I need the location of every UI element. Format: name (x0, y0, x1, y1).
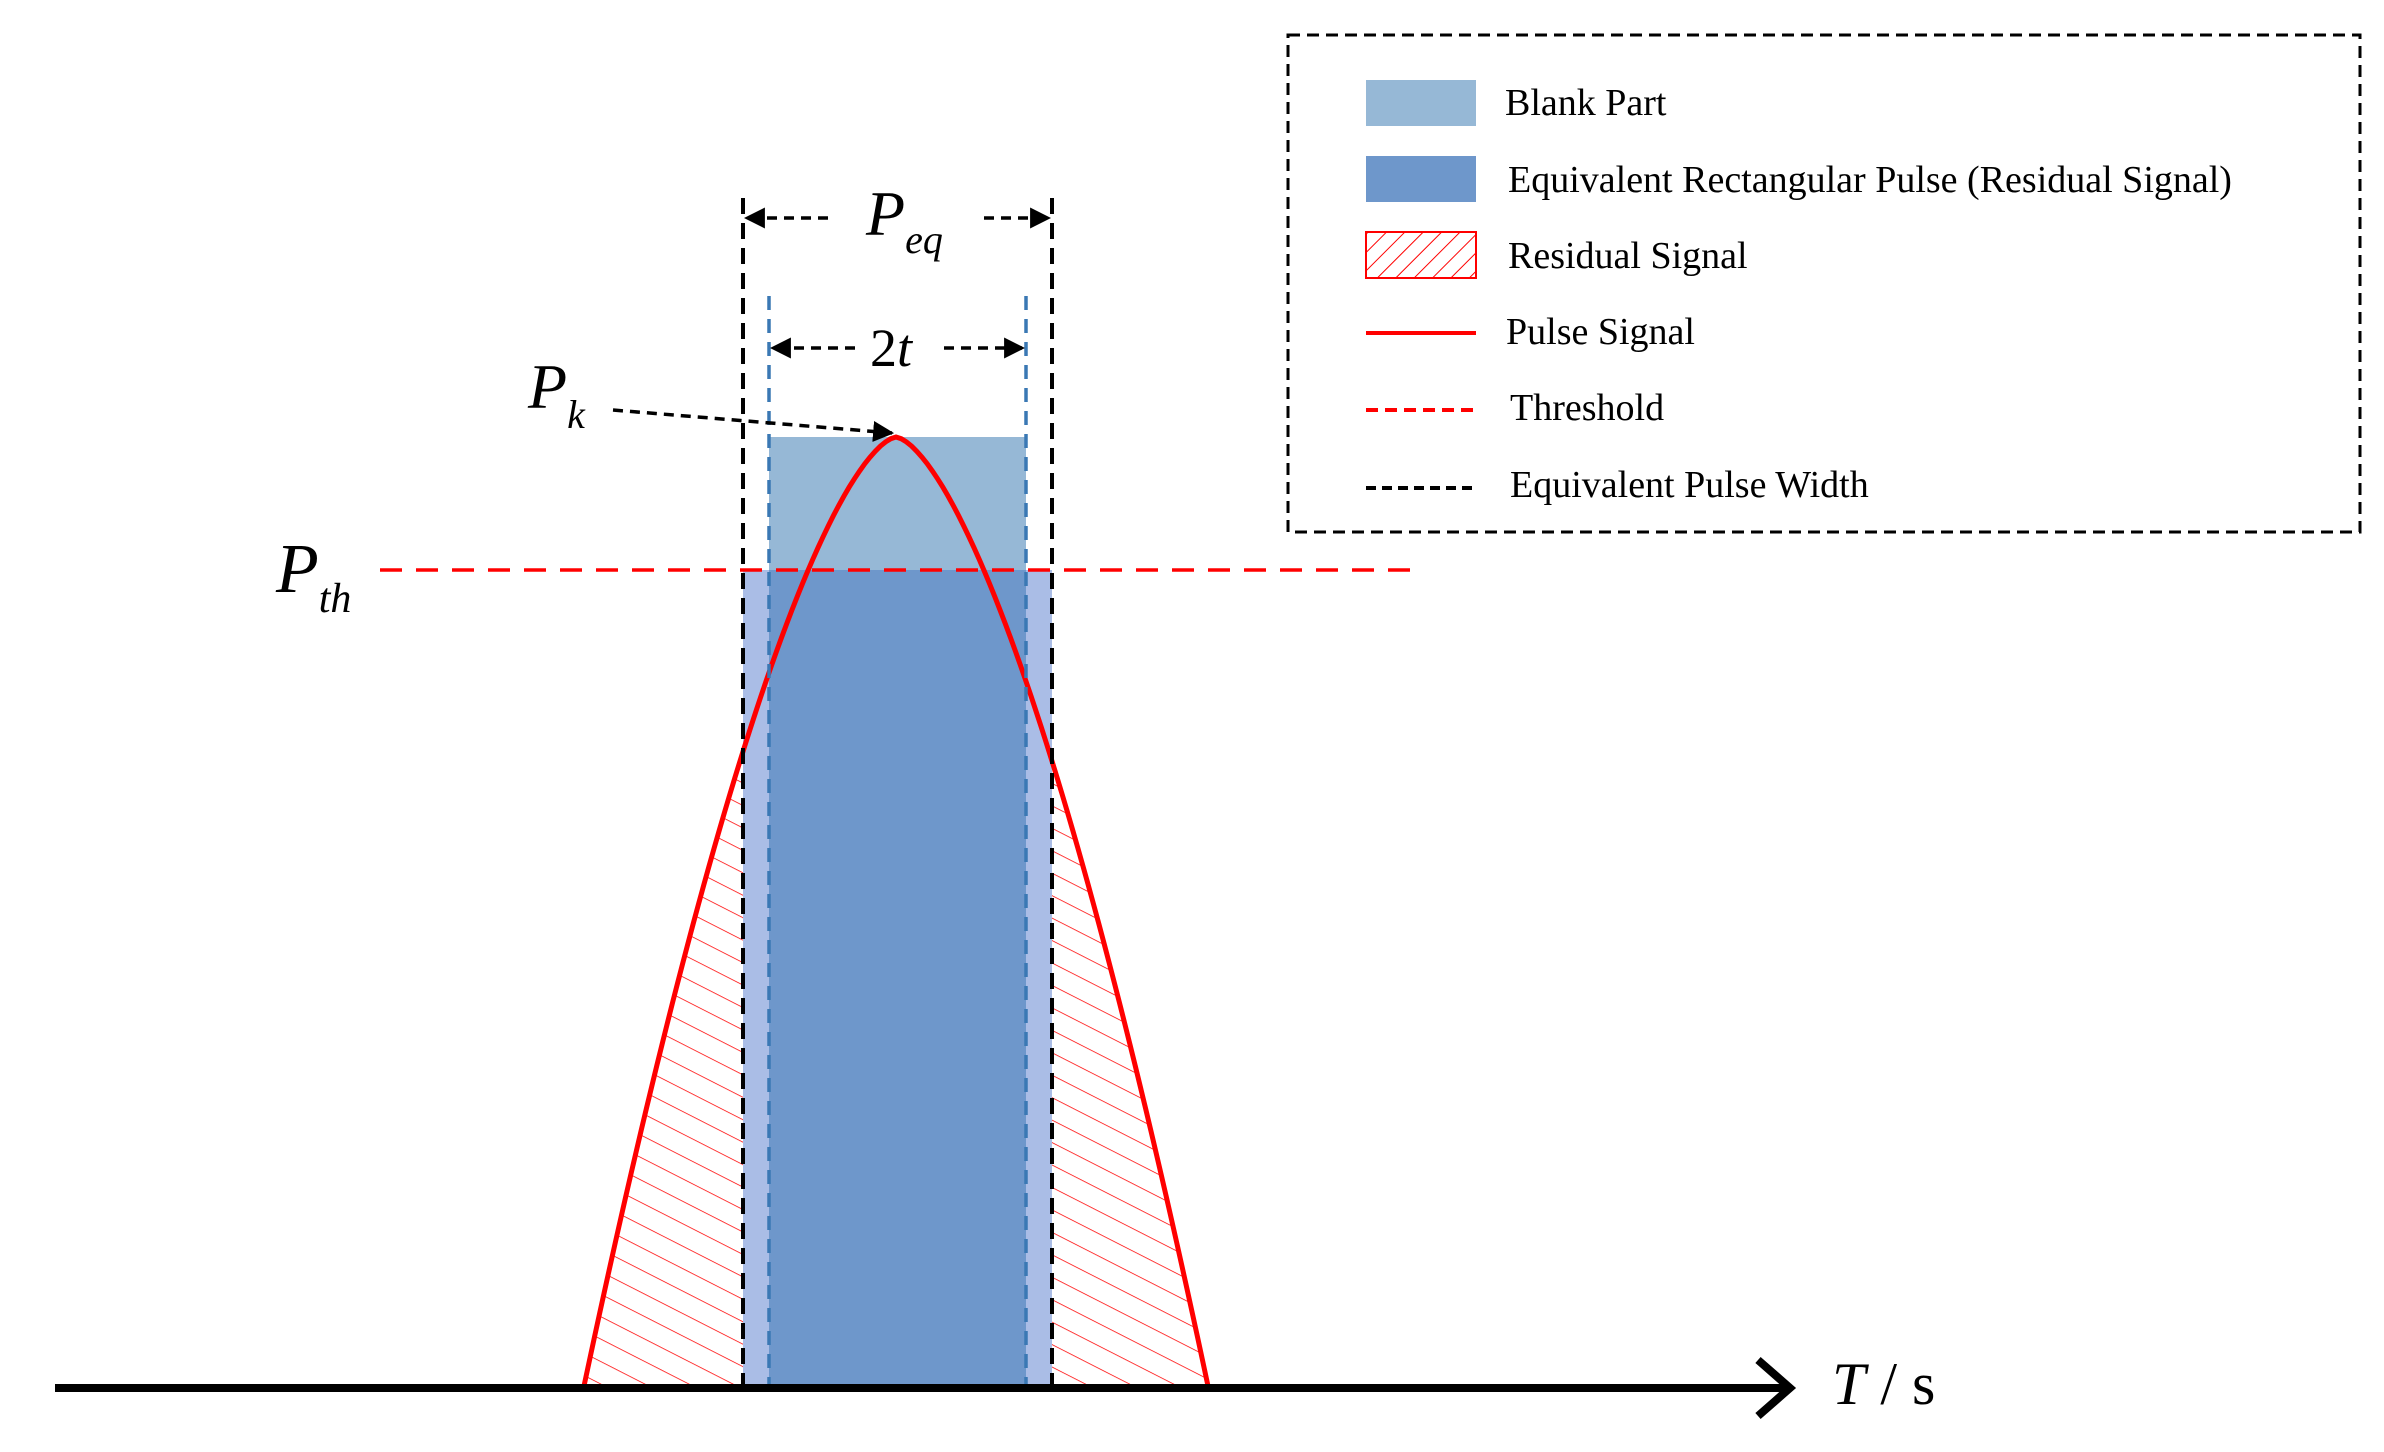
time-axis-arrowhead (1755, 1356, 1797, 1420)
legend-label-blank-part: Blank Part (1505, 82, 1667, 124)
equivalent-pulse-left-band (743, 570, 769, 1386)
legend-label-equivalent-pulse: Equivalent Rectangular Pulse (Residual S… (1508, 159, 2232, 201)
legend-label-pulse-signal: Pulse Signal (1506, 311, 1695, 353)
equivalent-rectangular-pulse (769, 570, 1026, 1386)
legend-label-equivalent-width: Equivalent Pulse Width (1510, 464, 1869, 506)
peq-label: Peq (865, 178, 943, 262)
pk-arrow (612, 408, 895, 442)
residual-hatch-right (1052, 437, 1208, 1386)
pth-label: Pth (275, 531, 351, 622)
time-axis-label: T / s (1832, 1351, 1935, 1417)
legend-label-residual-signal: Residual Signal (1508, 235, 1748, 277)
residual-hatch-left (584, 437, 743, 1386)
pulse-signal-curve (581, 434, 1211, 1387)
legend-label-threshold: Threshold (1510, 387, 1664, 429)
legend-swatch-blank-part (1366, 80, 1476, 126)
legend: Blank Part Equivalent Rectangular Pulse … (1286, 33, 2362, 534)
equivalent-pulse-right-band (1026, 570, 1052, 1386)
pk-label: Pk (527, 351, 586, 437)
legend-swatch-residual-signal (1365, 231, 1477, 279)
two-t-label: 2t (870, 318, 914, 378)
legend-swatch-equivalent-pulse (1366, 156, 1476, 202)
blank-part-rect (769, 437, 1026, 570)
